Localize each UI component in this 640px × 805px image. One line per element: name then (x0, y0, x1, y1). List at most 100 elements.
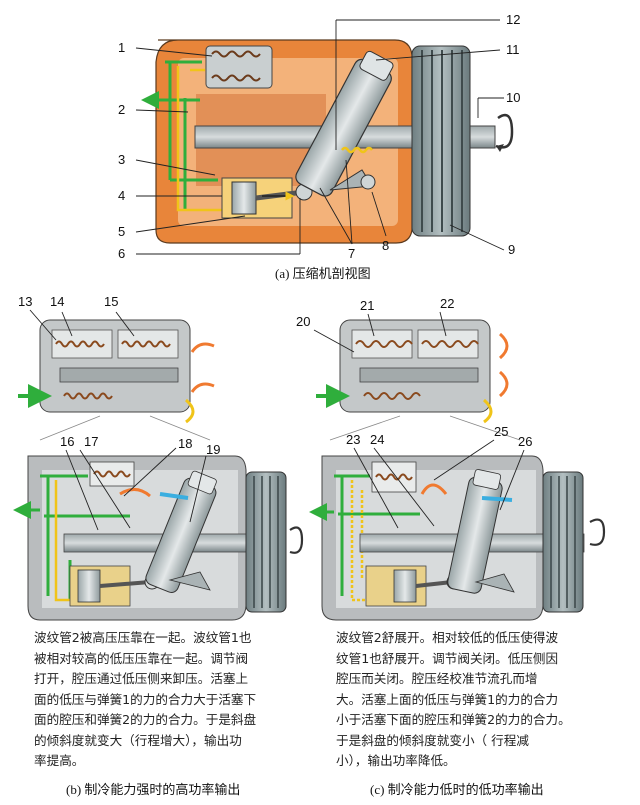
pulley-grooves-b (253, 476, 279, 608)
label-13: 13 (18, 294, 32, 309)
hinge-arm-b (168, 571, 211, 591)
desc-c-line: 于是斜盘的倾斜度就变小（ 行程减 (336, 732, 529, 748)
label-2: 2 (118, 102, 125, 117)
label-23: 23 (346, 432, 360, 447)
hinge-pin (360, 174, 376, 190)
caption-a: (a) 压缩机剖视图 (275, 266, 371, 281)
desc-b-line: 面的低压与弹簧1的力的合力大于活塞下 (34, 691, 257, 707)
callout-b (39, 415, 211, 441)
swash-plate (295, 50, 394, 197)
flow-arrow-c (420, 483, 448, 495)
piston-b (77, 569, 101, 603)
bellows-2-c (421, 340, 479, 348)
label-20: 20 (296, 314, 310, 329)
desc-c-line: 大。活塞上面的低压与弹簧1的力的合力 (336, 691, 559, 707)
bellows-lower-c (363, 392, 421, 400)
rotation-arrow-c (589, 518, 606, 546)
bellows-1-b (55, 340, 105, 348)
label-10: 10 (506, 90, 520, 105)
swash-plate-b (145, 470, 217, 593)
label-24: 24 (370, 432, 384, 447)
description-b: 波纹管2被高压压靠在一起。波纹管1也 被相对较高的低压压靠在一起。调节阀 打开，… (34, 628, 256, 772)
desc-b-line: 打开，腔压通过低压侧来卸压。活塞上 (34, 671, 249, 686)
blue-flow-c (481, 496, 513, 502)
label-19: 19 (206, 442, 220, 457)
pulley-grooves-c (550, 476, 576, 608)
valve-stem-c (359, 367, 479, 383)
label-4: 4 (118, 188, 125, 203)
pressure-arrow-c1 (498, 332, 509, 360)
pulley-c (542, 471, 584, 613)
label-15: 15 (104, 294, 118, 309)
callout-c (329, 415, 521, 441)
label-12: 12 (506, 12, 520, 27)
rotation-arrow-b (289, 526, 304, 554)
bellows-lower-b (63, 392, 113, 400)
label-26: 26 (518, 434, 532, 449)
piston-rod-c (415, 580, 453, 588)
gas-passage-c (334, 474, 420, 596)
rotation-arrow (495, 113, 514, 149)
leader-lines-b (29, 309, 207, 531)
valve-b (89, 461, 135, 487)
desc-c-line: 腔压而关闭。腔压经校准节流孔而增 (336, 671, 538, 686)
label-8: 8 (382, 238, 389, 253)
valve-spring-b (93, 470, 131, 478)
label-14: 14 (50, 294, 64, 309)
gas-passage-b (40, 474, 130, 600)
label-11: 11 (506, 42, 520, 57)
oil-arrow-b (184, 398, 195, 424)
rotation-arrowhead (496, 144, 504, 152)
hinge-arm-c (474, 573, 515, 593)
label-16: 16 (60, 434, 74, 449)
desc-c-line: 波纹管2舒展开。相对较低的低压使得波 (336, 630, 559, 645)
label-1: 1 (118, 40, 125, 55)
leader-lines-c (313, 311, 525, 529)
oil-passage (176, 66, 230, 212)
blue-flow-b (159, 492, 189, 500)
pulley-grooves (421, 50, 463, 232)
desc-b-line: 的倾斜度就变大（行程增大），输出功 (34, 732, 242, 748)
pressure-arrow-c2 (498, 370, 509, 398)
diagram-b: 13 14 15 16 17 18 19 (13, 294, 304, 621)
pulley-b (245, 471, 287, 613)
piston-rod-b (99, 580, 151, 588)
desc-b-line: 被相对较高的低压压靠在一起。调节阀 (34, 650, 249, 666)
label-7: 7 (348, 246, 355, 261)
flow-arrow-b (119, 488, 151, 498)
pressure-arrow-b1 (190, 342, 215, 353)
spring-1 (341, 146, 373, 154)
label-6: 6 (118, 246, 125, 261)
label-17: 17 (84, 434, 98, 449)
desc-b-line: 波纹管2被高压压靠在一起。波纹管1也 (34, 630, 252, 645)
valve-spring (211, 50, 261, 58)
bellows-1-box-c (351, 329, 413, 359)
label-22: 22 (440, 296, 454, 311)
oil-arrow-c (482, 398, 493, 424)
bellows-2-b (121, 340, 171, 348)
desc-c-line: 小），输出功率降低。 (336, 753, 456, 768)
valve-spring-c (375, 473, 413, 481)
piston-c (393, 569, 417, 603)
valve-bellows (211, 74, 261, 82)
swash-plate-c (447, 469, 503, 594)
label-25: 25 (494, 424, 508, 439)
label-5: 5 (118, 224, 125, 239)
valve-stem-b (59, 367, 179, 383)
leader-lines-a (135, 19, 505, 255)
bellows-2-box-c (417, 329, 479, 359)
label-3: 3 (118, 152, 125, 167)
pressure-arrow-b2 (190, 382, 215, 393)
desc-c-line: 小于活塞下面的腔压和弹簧2的力的合力。 (336, 712, 571, 727)
label-21: 21 (360, 298, 374, 313)
label-9: 9 (508, 242, 515, 257)
piston (231, 181, 257, 215)
desc-b-line: 面的腔压和弹簧2的力的合力。于是斜盘 (34, 712, 257, 727)
description-c: 波纹管2舒展开。相对较低的低压使得波 纹管1也舒展开。调节阀关闭。低压侧因 腔压… (336, 628, 571, 772)
gas-passage (160, 60, 218, 210)
label-18: 18 (178, 436, 192, 451)
diagram-c: 20 21 22 23 24 25 26 (296, 296, 606, 621)
bellows-1-c (355, 340, 413, 348)
caption-b: (b) 制冷能力强时的高功率输出 (66, 782, 240, 797)
